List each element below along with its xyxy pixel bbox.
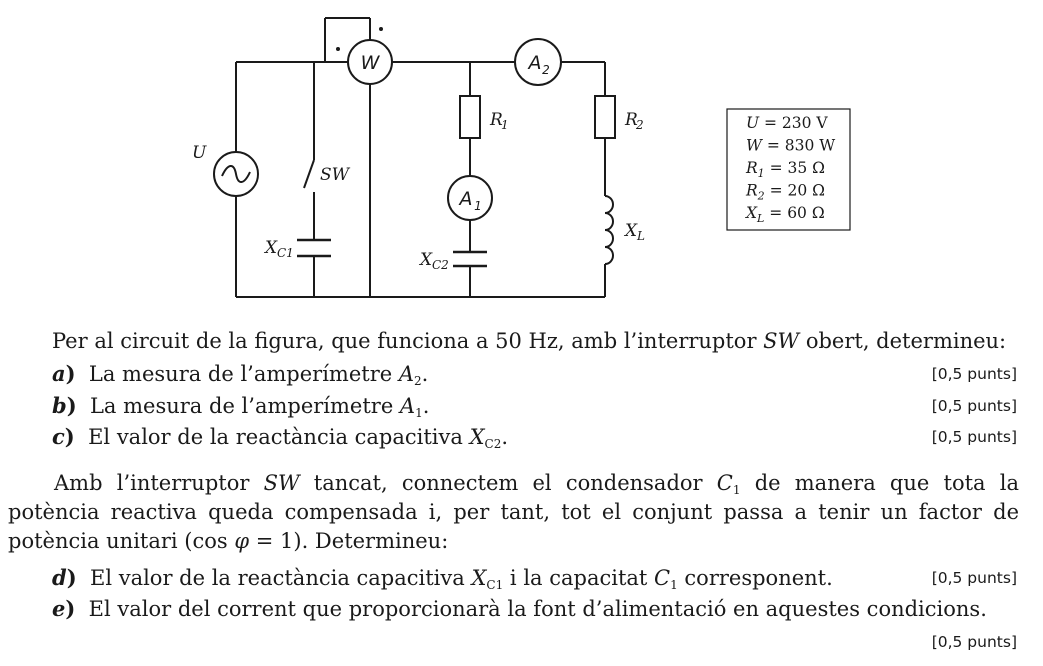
label-switch: SW <box>320 165 351 185</box>
label-xl: X L <box>623 221 645 243</box>
given-value: XL = 60 Ω <box>745 204 825 225</box>
label-xc1: X C1 <box>263 238 294 260</box>
points-e: [0,5 punts] <box>931 633 1017 651</box>
question-e: e) El valor del corrent que proporcionar… <box>52 596 987 621</box>
part2-paragraph: Amb l’interruptor SW tancat, connectem e… <box>8 471 1019 553</box>
points-b: [0,5 punts] <box>931 397 1017 415</box>
svg-text:L: L <box>636 229 645 243</box>
circuit-diagram: W A 2 A 1 U SW X C1 X C2 R 1 R <box>192 17 851 298</box>
svg-text:W: W <box>361 52 381 74</box>
capacitor-c2-icon <box>453 250 487 268</box>
givens-box <box>726 108 851 231</box>
svg-text:1: 1 <box>474 199 482 213</box>
given-value: W = 830 W <box>746 137 835 155</box>
svg-text:C1: C1 <box>277 246 294 260</box>
ac-source-icon <box>213 151 259 197</box>
given-value: R2 = 20 Ω <box>745 182 825 203</box>
givens-list: U = 230 V W = 830 W R1 = 35 ΩR2 = 20 ΩXL =… <box>745 114 835 225</box>
given-value: U = 230 V <box>746 114 828 132</box>
svg-text:2: 2 <box>635 118 644 132</box>
points-a: [0,5 punts] <box>931 365 1017 383</box>
svg-text:R: R <box>624 110 638 130</box>
label-xc2: X C2 <box>418 250 449 272</box>
svg-text:R: R <box>489 110 503 130</box>
question-e-points-row: [0,5 punts] <box>0 628 1043 656</box>
points-c: [0,5 punts] <box>931 428 1017 446</box>
svg-text:X: X <box>418 250 433 270</box>
points-d: [0,5 punts] <box>931 569 1017 587</box>
svg-text:X: X <box>623 221 638 241</box>
label-source-u: U <box>192 143 207 163</box>
svg-text:C2: C2 <box>432 258 449 272</box>
svg-text:X: X <box>263 238 278 258</box>
given-value: R1 = 35 Ω <box>745 159 825 180</box>
ammeter-a2-icon: A 2 <box>514 38 562 86</box>
svg-text:2: 2 <box>542 63 550 77</box>
resistor-r1-icon <box>459 95 481 139</box>
resistor-r2-icon <box>594 95 616 139</box>
wattmeter-icon: W <box>336 27 393 85</box>
question-a: a) La mesura de l’amperímetre A2. [0,5 p… <box>52 361 1017 388</box>
capacitor-c1-icon <box>297 238 331 258</box>
label-r1: R 1 <box>489 110 509 132</box>
question-c: c) El valor de la reactància capacitiva … <box>52 424 1017 451</box>
ammeter-a1-icon: A 1 <box>447 175 493 221</box>
svg-text:1: 1 <box>501 118 509 132</box>
inductor-xl-icon <box>604 195 614 265</box>
intro-paragraph: Per al circuit de la figura, que funcion… <box>52 329 1007 353</box>
question-d: d) El valor de la reactància capacitiva … <box>52 565 1017 592</box>
question-b: b) La mesura de l’amperímetre A1. [0,5 p… <box>52 393 1017 420</box>
svg-text:A: A <box>458 188 473 210</box>
label-r2: R 2 <box>624 110 644 132</box>
svg-text:A: A <box>527 52 542 74</box>
